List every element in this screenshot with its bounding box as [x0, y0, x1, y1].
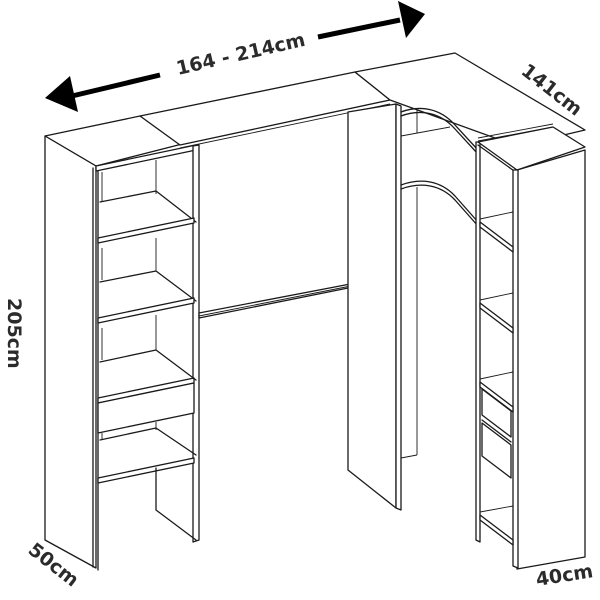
- left-shelf: [97, 190, 197, 244]
- width-label: 164 - 214cm: [174, 29, 307, 80]
- right-drawer: [481, 419, 512, 479]
- right-shelf: [479, 292, 514, 334]
- right-shelf: [479, 505, 514, 546]
- arrow-right-icon: [398, 1, 425, 38]
- right-shelf: [479, 211, 514, 253]
- left-drawer: [97, 382, 195, 434]
- left-shelf: [97, 238, 197, 324]
- center-divider-panel: [347, 103, 402, 511]
- left-shelving-unit: [44, 135, 200, 571]
- right-shelf: [479, 371, 514, 413]
- hanging-rail: [198, 278, 370, 319]
- arrow-left-icon: [45, 76, 78, 112]
- corner-unit: [400, 107, 479, 459]
- left-shelf: [97, 422, 197, 484]
- width-arrow-right-shaft: [317, 17, 401, 40]
- width-arrow-left-shaft: [71, 72, 161, 99]
- height-label: 205cm: [3, 298, 25, 369]
- right-shelving-unit: [475, 126, 586, 570]
- right-drawer: [481, 388, 512, 438]
